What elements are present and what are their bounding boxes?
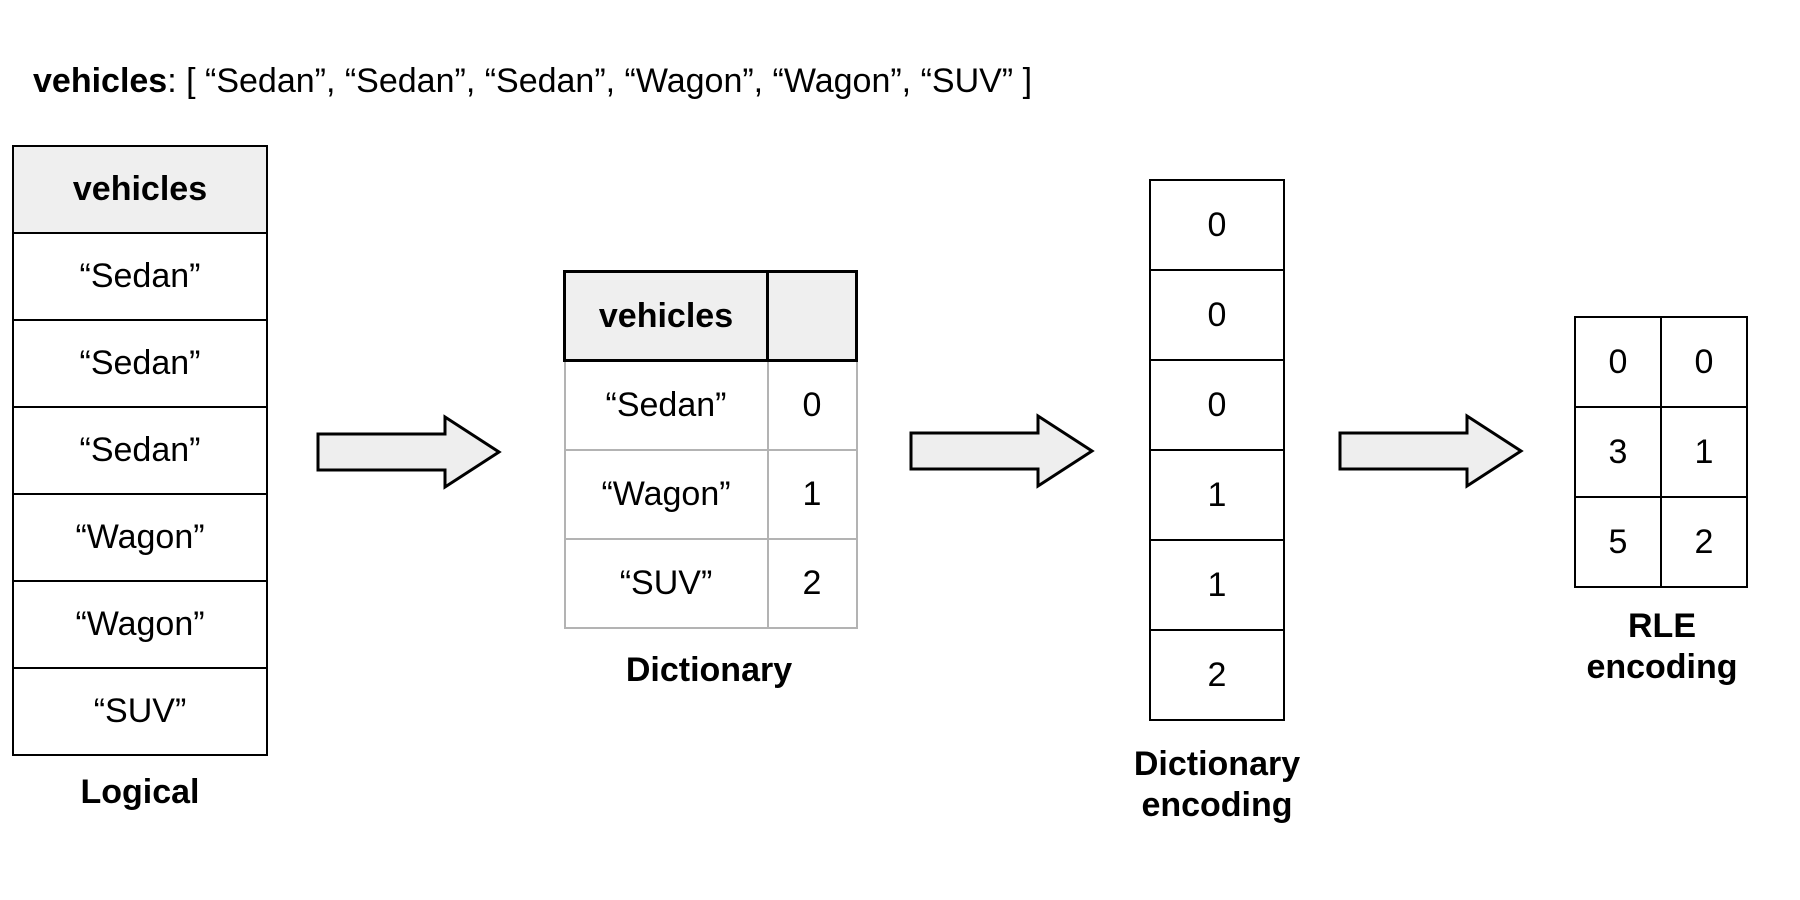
table-row: “Wagon” xyxy=(12,580,268,669)
rle-run-start-cell: 3 xyxy=(1574,406,1662,498)
logical-cell: “Sedan” xyxy=(12,406,268,495)
table-row: 1 xyxy=(1149,539,1285,631)
array-values: : [ “Sedan”, “Sedan”, “Sedan”, “Wagon”, … xyxy=(167,62,1033,100)
dictionary-caption: Dictionary xyxy=(625,651,793,689)
caption-line: Dictionary xyxy=(1133,745,1301,783)
encoded-value-cell: 0 xyxy=(1149,359,1285,451)
arrow-right-icon xyxy=(1338,413,1524,489)
table-row: 0 xyxy=(1149,179,1285,271)
rle-run-start-cell: 5 xyxy=(1574,496,1662,588)
caption-line: RLE xyxy=(1628,607,1696,645)
table-row: “Sedan” 0 xyxy=(563,359,858,451)
caption-line: encoding xyxy=(1586,648,1738,686)
table-row: “Wagon” xyxy=(12,493,268,582)
logical-cell: “Sedan” xyxy=(12,319,268,408)
table-row: 5 2 xyxy=(1574,496,1748,588)
dictionary-value-cell: 0 xyxy=(766,359,858,451)
dictionary-table: vehicles “Sedan” 0 “Wagon” 1 “SUV” 2 xyxy=(563,270,858,629)
dictionary-value-cell: 2 xyxy=(766,538,858,629)
rle-value-cell: 2 xyxy=(1660,496,1748,588)
encoded-value-cell: 1 xyxy=(1149,539,1285,631)
table-row: “Sedan” xyxy=(12,319,268,408)
rle-table: 0 0 3 1 5 2 xyxy=(1574,316,1748,588)
dictionary-key-cell: “Wagon” xyxy=(563,449,769,540)
encoded-value-cell: 0 xyxy=(1149,179,1285,271)
logical-table: vehicles “Sedan” “Sedan” “Sedan” “Wagon”… xyxy=(12,145,268,756)
logical-caption: Logical xyxy=(80,773,200,811)
logical-cell: “SUV” xyxy=(12,667,268,756)
encoded-value-cell: 1 xyxy=(1149,449,1285,541)
dictionary-key-cell: “Sedan” xyxy=(563,359,769,451)
logical-cell: “Sedan” xyxy=(12,232,268,321)
table-row: “Wagon” 1 xyxy=(563,449,858,540)
encoded-value-cell: 0 xyxy=(1149,269,1285,361)
logical-cell: “Wagon” xyxy=(12,580,268,669)
dictionary-header-cell: vehicles xyxy=(563,270,769,362)
array-name: vehicles xyxy=(33,62,168,100)
table-row: “Sedan” xyxy=(12,232,268,321)
dictionary-encoding-caption: Dictionary encoding xyxy=(1107,744,1327,826)
table-row: 0 xyxy=(1149,269,1285,361)
dictionary-value-cell: 1 xyxy=(766,449,858,540)
logical-cell: “Wagon” xyxy=(12,493,268,582)
logical-header-cell: vehicles xyxy=(12,145,268,234)
rle-caption: RLE encoding xyxy=(1552,606,1772,688)
rle-run-start-cell: 0 xyxy=(1574,316,1662,408)
table-row: vehicles xyxy=(563,270,858,362)
table-row: vehicles xyxy=(12,145,268,234)
table-row: 1 xyxy=(1149,449,1285,541)
table-row: 2 xyxy=(1149,629,1285,721)
arrow-right-icon xyxy=(909,413,1095,489)
table-row: 0 xyxy=(1149,359,1285,451)
dictionary-key-cell: “SUV” xyxy=(563,538,769,629)
table-row: 0 0 xyxy=(1574,316,1748,408)
dictionary-header-empty-cell xyxy=(766,270,858,362)
encoded-value-cell: 2 xyxy=(1149,629,1285,721)
table-row: “SUV” xyxy=(12,667,268,756)
arrow-right-icon xyxy=(316,414,502,490)
rle-value-cell: 1 xyxy=(1660,406,1748,498)
table-row: “Sedan” xyxy=(12,406,268,495)
table-row: “SUV” 2 xyxy=(563,538,858,629)
dictionary-encoding-column: 0 0 0 1 1 2 xyxy=(1149,179,1285,721)
table-row: 3 1 xyxy=(1574,406,1748,498)
caption-line: encoding xyxy=(1141,786,1293,824)
rle-value-cell: 0 xyxy=(1660,316,1748,408)
array-declaration: vehicles: [ “Sedan”, “Sedan”, “Sedan”, “… xyxy=(33,62,1032,101)
